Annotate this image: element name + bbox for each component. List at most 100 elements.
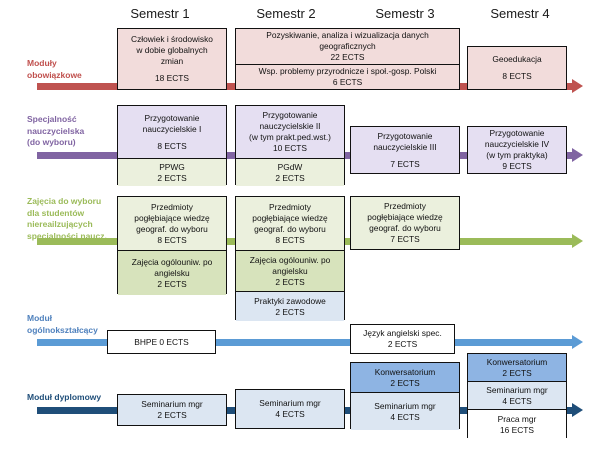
box-line: geograf. do wyboru (254, 223, 326, 234)
stack-semestr2-wyboru: Przedmioty pogłębiające wiedzę geograf. … (235, 196, 345, 321)
box-wsp-problemy-przyrodnicze[interactable]: Wsp. problemy przyrodnicze i społ.-gosp.… (236, 65, 459, 89)
box-ects: 7 ECTS (390, 158, 420, 169)
arrow-head-icon (572, 403, 583, 417)
box-seminarium-mgr-s1[interactable]: Seminarium mgr 2 ECTS (117, 394, 227, 426)
box-line: Praktyki zawodowe (254, 295, 326, 306)
box-bhpe[interactable]: BHPE 0 ECTS (107, 330, 216, 354)
box-przedmioty-poglebiajace-s2[interactable]: Przedmioty pogłębiające wiedzę geograf. … (236, 197, 344, 251)
row-label-modul-dyplomowy: Moduł dyplomowy (27, 392, 102, 402)
semester-header-2: Semestr 2 (256, 6, 316, 21)
box-line: geograf. do wyboru (136, 223, 208, 234)
box-zajecia-ogolouniw-s1[interactable]: Zajęcia ogólouniw. po angielsku 2 ECTS (118, 251, 226, 295)
box-line: geograficznych (319, 41, 376, 51)
box-line: Przedmioty (384, 201, 426, 211)
box-ects: 8 ECTS (275, 234, 305, 245)
box-przedmioty-poglebiajace-s1[interactable]: Przedmioty pogłębiające wiedzę geograf. … (118, 197, 226, 251)
semester-header-1: Semestr 1 (130, 6, 190, 21)
box-konwersatorium-s3[interactable]: Konwersatorium 2 ECTS (351, 363, 459, 393)
box-ects: 4 ECTS (275, 409, 305, 419)
stack-semestr2-obowiazkowe: Pozyskiwanie, analiza i wizualizacja dan… (235, 28, 460, 90)
box-pgdw[interactable]: PGdW 2 ECTS (236, 159, 344, 186)
box-seminarium-mgr-s3[interactable]: Seminarium mgr 4 ECTS (351, 393, 459, 430)
box-line: Konwersatorium (374, 366, 436, 377)
box-konwersatorium-s4[interactable]: Konwersatorium 2 ECTS (468, 354, 566, 382)
arrow-head-icon (572, 148, 583, 162)
box-line: pogłębiające wiedzę (252, 212, 328, 223)
semester-header-4: Semestr 4 (490, 6, 550, 21)
box-ppwg[interactable]: PPWG 2 ECTS (118, 159, 226, 186)
box-line: nauczycielskie II (259, 121, 321, 131)
row-label-zajecia-do-wyboru: Zajęcia do wyboru dla studentów niereail… (27, 196, 107, 241)
box-ects: 8 ECTS (157, 234, 187, 245)
box-line: Człowiek i środowisko (131, 34, 213, 44)
box-line: Przedmioty (269, 201, 311, 212)
box-line: angielsku (272, 265, 308, 276)
box-przygotowanie-nauczycielskie-ii[interactable]: Przygotowanie nauczycielskie II (w tym p… (236, 106, 344, 159)
box-ects: 10 ECTS (273, 143, 307, 153)
semester-header-3: Semestr 3 (375, 6, 435, 21)
box-ects: 8 ECTS (157, 140, 187, 151)
box-line: Pozyskiwanie, analiza i wizualizacja dan… (266, 30, 429, 40)
box-line: Zajęcia ogólouniw. po (249, 254, 331, 265)
box-ects: 16 ECTS (500, 424, 534, 435)
box-ects: 2 ECTS (387, 339, 418, 349)
box-ects: 9 ECTS (502, 161, 532, 171)
box-ects: 2 ECTS (157, 410, 187, 420)
box-ects: 22 ECTS (330, 52, 365, 62)
stack-semestr1-wyboru: Przedmioty pogłębiające wiedzę geograf. … (117, 196, 227, 295)
box-line: Seminarium mgr (374, 400, 436, 411)
box-przygotowanie-nauczycielskie-i[interactable]: Przygotowanie nauczycielskie I 8 ECTS (118, 106, 226, 159)
box-ects: 2 ECTS (275, 172, 305, 183)
box-line: geograf. do wyboru (369, 223, 441, 233)
box-line: Przygotowanie (377, 130, 433, 141)
box-line: BHPE 0 ECTS (134, 336, 189, 347)
stack-semestr4-dyplomowy: Konwersatorium 2 ECTS Seminarium mgr 4 E… (467, 353, 567, 439)
box-line: zmian (160, 56, 184, 66)
box-ects: 2 ECTS (275, 276, 305, 287)
box-przedmioty-poglebiajace-s3[interactable]: Przedmioty pogłębiające wiedzę geograf. … (350, 196, 460, 250)
box-line: Przygotowanie (489, 128, 545, 138)
box-ects: 2 ECTS (502, 367, 532, 378)
track-bar (37, 339, 574, 346)
box-ects: 2 ECTS (390, 377, 420, 388)
box-przygotowanie-nauczycielskie-iv[interactable]: Przygotowanie nauczycielskie IV (w tym p… (467, 126, 567, 174)
row-label-specjalnosc-nauczycielska: Specjalność nauczycielska (do wyboru) (27, 114, 85, 147)
track-modul-ogolnoksztalcacy (37, 335, 583, 349)
box-ects: 2 ECTS (275, 306, 305, 317)
box-praca-mgr[interactable]: Praca mgr 16 ECTS (468, 410, 566, 439)
box-line: Konwersatorium (486, 356, 548, 367)
stack-semestr3-dyplomowy: Konwersatorium 2 ECTS Seminarium mgr 4 E… (350, 362, 460, 430)
box-line: Seminarium mgr (486, 384, 548, 395)
row-label-modul-ogolnoksztalcacy: Moduł ogólnokształcący (27, 313, 98, 335)
box-ects: 7 ECTS (390, 234, 420, 244)
box-czlowiek-i-srodowisko[interactable]: Człowiek i środowisko w dobie globalnych… (117, 28, 227, 90)
box-line: pogłębiające wiedzę (367, 212, 443, 222)
arrow-head-icon (572, 79, 583, 93)
box-line: Przygotowanie (144, 112, 200, 123)
box-line: PGdW (277, 161, 303, 172)
box-pozyskiwanie-analiza-wizualizacja[interactable]: Pozyskiwanie, analiza i wizualizacja dan… (236, 29, 459, 65)
box-praktyki-zawodowe[interactable]: Praktyki zawodowe 2 ECTS (236, 292, 344, 321)
box-line: PPWG (159, 161, 185, 172)
stack-semestr2-specjalnosc: Przygotowanie nauczycielskie II (w tym p… (235, 105, 345, 186)
box-ects: 6 ECTS (332, 77, 363, 87)
box-line: Geoedukacja (492, 54, 542, 64)
arrow-head-icon (572, 335, 583, 349)
box-line: Wsp. problemy przyrodnicze i społ.-gosp.… (258, 66, 437, 76)
box-ects: 4 ECTS (502, 395, 532, 406)
box-przygotowanie-nauczycielskie-iii[interactable]: Przygotowanie nauczycielskie III 7 ECTS (350, 126, 460, 174)
box-line: angielsku (154, 267, 190, 278)
box-line: nauczycielskie IV (484, 139, 550, 149)
box-line: Przedmioty (151, 201, 193, 212)
box-jezyk-angielski-spec[interactable]: Język angielski spec. 2 ECTS (350, 324, 455, 354)
box-line: Język angielski spec. (363, 328, 442, 338)
row-label-moduly-obowiazkowe: Moduły obowiązkowe (27, 58, 82, 80)
box-line: (w tym praktyka) (486, 150, 548, 160)
box-seminarium-mgr-s4[interactable]: Seminarium mgr 4 ECTS (468, 382, 566, 410)
box-ects: 2 ECTS (157, 278, 187, 289)
box-zajecia-ogolouniw-s2[interactable]: Zajęcia ogólouniw. po angielsku 2 ECTS (236, 251, 344, 292)
box-seminarium-mgr-s2[interactable]: Seminarium mgr 4 ECTS (235, 389, 345, 429)
box-line: Zajęcia ogólouniw. po (131, 256, 213, 267)
box-geoedukacja[interactable]: Geoedukacja 8 ECTS (467, 46, 567, 90)
